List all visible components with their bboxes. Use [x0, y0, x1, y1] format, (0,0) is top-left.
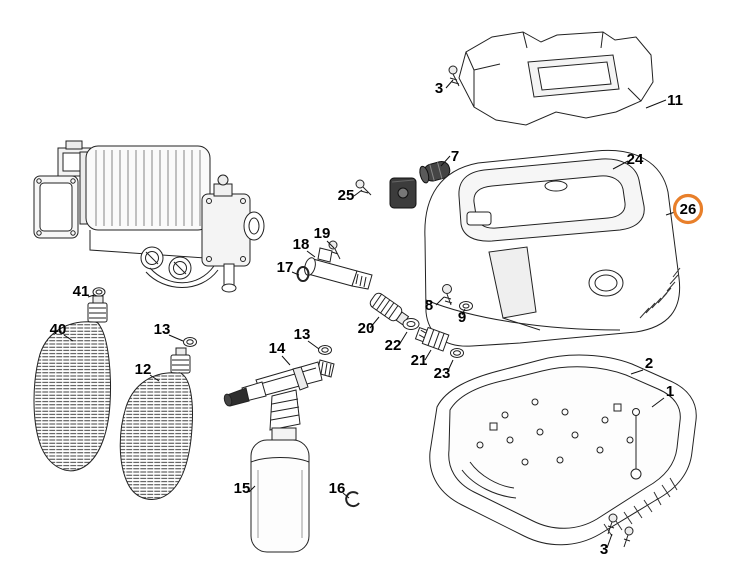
- part-grommet: [389, 177, 417, 209]
- part-washer-22: [402, 318, 420, 330]
- callout-19[interactable]: 19: [314, 225, 331, 242]
- leader-lines: [63, 79, 676, 549]
- part-screw-3-top: [448, 65, 460, 87]
- callout-21[interactable]: 21: [411, 352, 428, 369]
- part-nipple-21: [414, 326, 450, 352]
- part-bottle-15: [250, 439, 310, 553]
- callout-25[interactable]: 25: [338, 187, 355, 204]
- highlight-ring: [672, 193, 704, 225]
- part-oring-23: [450, 348, 464, 358]
- part-spray-lance-14: [223, 359, 335, 441]
- part-screw-19: [328, 240, 341, 260]
- callout-7[interactable]: 7: [451, 148, 459, 165]
- part-screw-25: [355, 179, 372, 196]
- callout-8[interactable]: 8: [425, 297, 433, 314]
- part-cylinder-7: [419, 160, 451, 184]
- callout-3-bottom[interactable]: 3: [600, 541, 608, 558]
- part-main-housing: [424, 149, 681, 347]
- callout-1[interactable]: 1: [666, 383, 674, 400]
- part-coupling-20: [369, 292, 410, 326]
- callout-16[interactable]: 16: [329, 480, 346, 497]
- part-screws-3-bottom: [607, 513, 634, 548]
- part-brush-40: [33, 295, 111, 472]
- part-oring-41: [92, 287, 106, 297]
- part-motor-pump-assembly: [33, 140, 265, 293]
- callout-14[interactable]: 14: [269, 340, 286, 357]
- callout-13-right[interactable]: 13: [294, 326, 311, 343]
- callout-2[interactable]: 2: [645, 355, 653, 372]
- callout-3-top[interactable]: 3: [435, 80, 443, 97]
- callout-20[interactable]: 20: [358, 320, 375, 337]
- part-clip-16: [345, 491, 360, 508]
- callout-40[interactable]: 40: [50, 321, 67, 338]
- callout-9[interactable]: 9: [458, 309, 466, 326]
- callout-15[interactable]: 15: [234, 480, 251, 497]
- callout-41[interactable]: 41: [73, 283, 90, 300]
- callout-23[interactable]: 23: [434, 365, 451, 382]
- callout-11[interactable]: 11: [667, 92, 683, 109]
- callout-22[interactable]: 22: [385, 337, 402, 354]
- part-oring-13-left: [183, 337, 197, 347]
- part-oring-13-right: [318, 345, 332, 355]
- part-top-cover: [458, 31, 654, 126]
- callout-13-left[interactable]: 13: [154, 321, 171, 338]
- part-bottom-tray: [429, 354, 697, 546]
- callout-18[interactable]: 18: [293, 236, 310, 253]
- part-washer-9: [459, 301, 473, 311]
- callout-24[interactable]: 24: [627, 151, 644, 168]
- callout-26[interactable]: 26: [680, 201, 697, 218]
- callout-12[interactable]: 12: [135, 361, 152, 378]
- callout-17[interactable]: 17: [277, 259, 294, 276]
- part-screw-8: [442, 284, 453, 306]
- part-brush-12: [119, 347, 193, 500]
- callout-26-highlighted[interactable]: 26: [672, 193, 704, 225]
